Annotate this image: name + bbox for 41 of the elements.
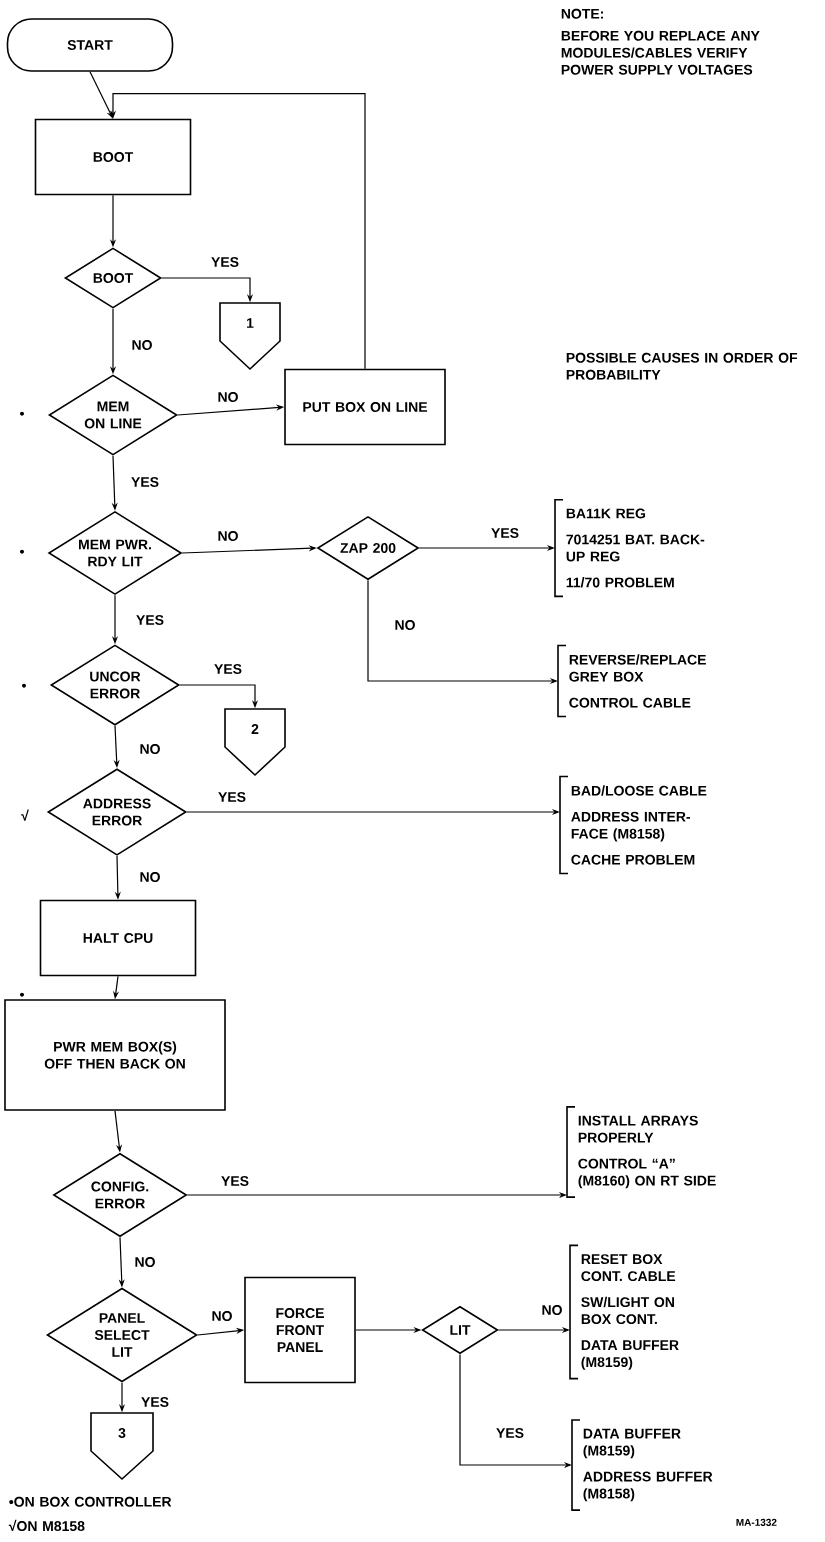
edge-label: NO (216, 391, 240, 403)
note-text: √ON M8158 (8, 1519, 85, 1532)
cause-list: BAD/LOOSE CABLE ADDRESS INTER- FACE (M8158) CACHE PROBLEM (559, 775, 707, 875)
edge-label: YES (140, 1396, 170, 1408)
edge-label: NO (138, 743, 162, 755)
process-box: PUT BOX ON LINE (284, 368, 446, 446)
side-mark: • (20, 992, 24, 997)
side-mark: √ (21, 809, 29, 821)
edge-label: YES (217, 791, 247, 803)
note-text: NOTE: (561, 8, 603, 19)
edge-label: YES (210, 256, 240, 268)
edge-label: YES (220, 1175, 250, 1187)
note-text: POSSIBLE CAUSES IN ORDER OF PROBABILITY (566, 352, 798, 380)
cause-list: RESET BOX CONT. CABLE SW/LIGHT ON BOX CONT. DATA BUFFER (M8159) (569, 1244, 679, 1380)
edge-label: NO (130, 339, 154, 351)
edge-label: NO (133, 1256, 157, 1268)
edge-label: YES (130, 476, 160, 488)
side-mark: • (20, 549, 24, 554)
process-box: PWR MEM BOX(S) OFF THEN BACK ON (4, 999, 226, 1111)
process-box: HALT CPU (39, 899, 197, 977)
edge-label: YES (213, 663, 243, 675)
process-box: BOOT (34, 118, 192, 196)
edge-label: NO (393, 619, 417, 631)
edge-label: NO (540, 1304, 564, 1316)
side-mark: • (20, 411, 24, 416)
edge-label: NO (210, 1310, 234, 1322)
note-text: BEFORE YOU REPLACE ANY MODULES/CABLES VERIFY POWER SUPPLY VOLTAGES (561, 30, 760, 75)
cause-list: DATA BUFFER (M8159) ADDRESS BUFFER (M8158) (571, 1419, 713, 1511)
start-terminal: START (6, 18, 174, 72)
edge-label: YES (495, 1427, 525, 1439)
edge-label: YES (135, 614, 165, 626)
cause-list: REVERSE/REPLACE GREY BOX CONTROL CABLE (557, 644, 706, 718)
cause-list: BA11K REG 7014251 BAT. BACK-UP REG 11/70 PROBLEM (554, 498, 705, 598)
side-mark: • (22, 683, 26, 688)
edge-label: YES (490, 527, 520, 539)
edge-label: NO (216, 530, 240, 542)
cause-list: INSTALL ARRAYS PROPERLY CONTROL “A” (M8160) ON RT SIDE (566, 1106, 716, 1198)
note-text: •ON BOX CONTROLLER (9, 1496, 172, 1507)
edge-label: NO (138, 871, 162, 883)
process-box: FORCE FRONT PANEL (244, 1276, 356, 1384)
note-text: MA-1332 (736, 1518, 777, 1526)
